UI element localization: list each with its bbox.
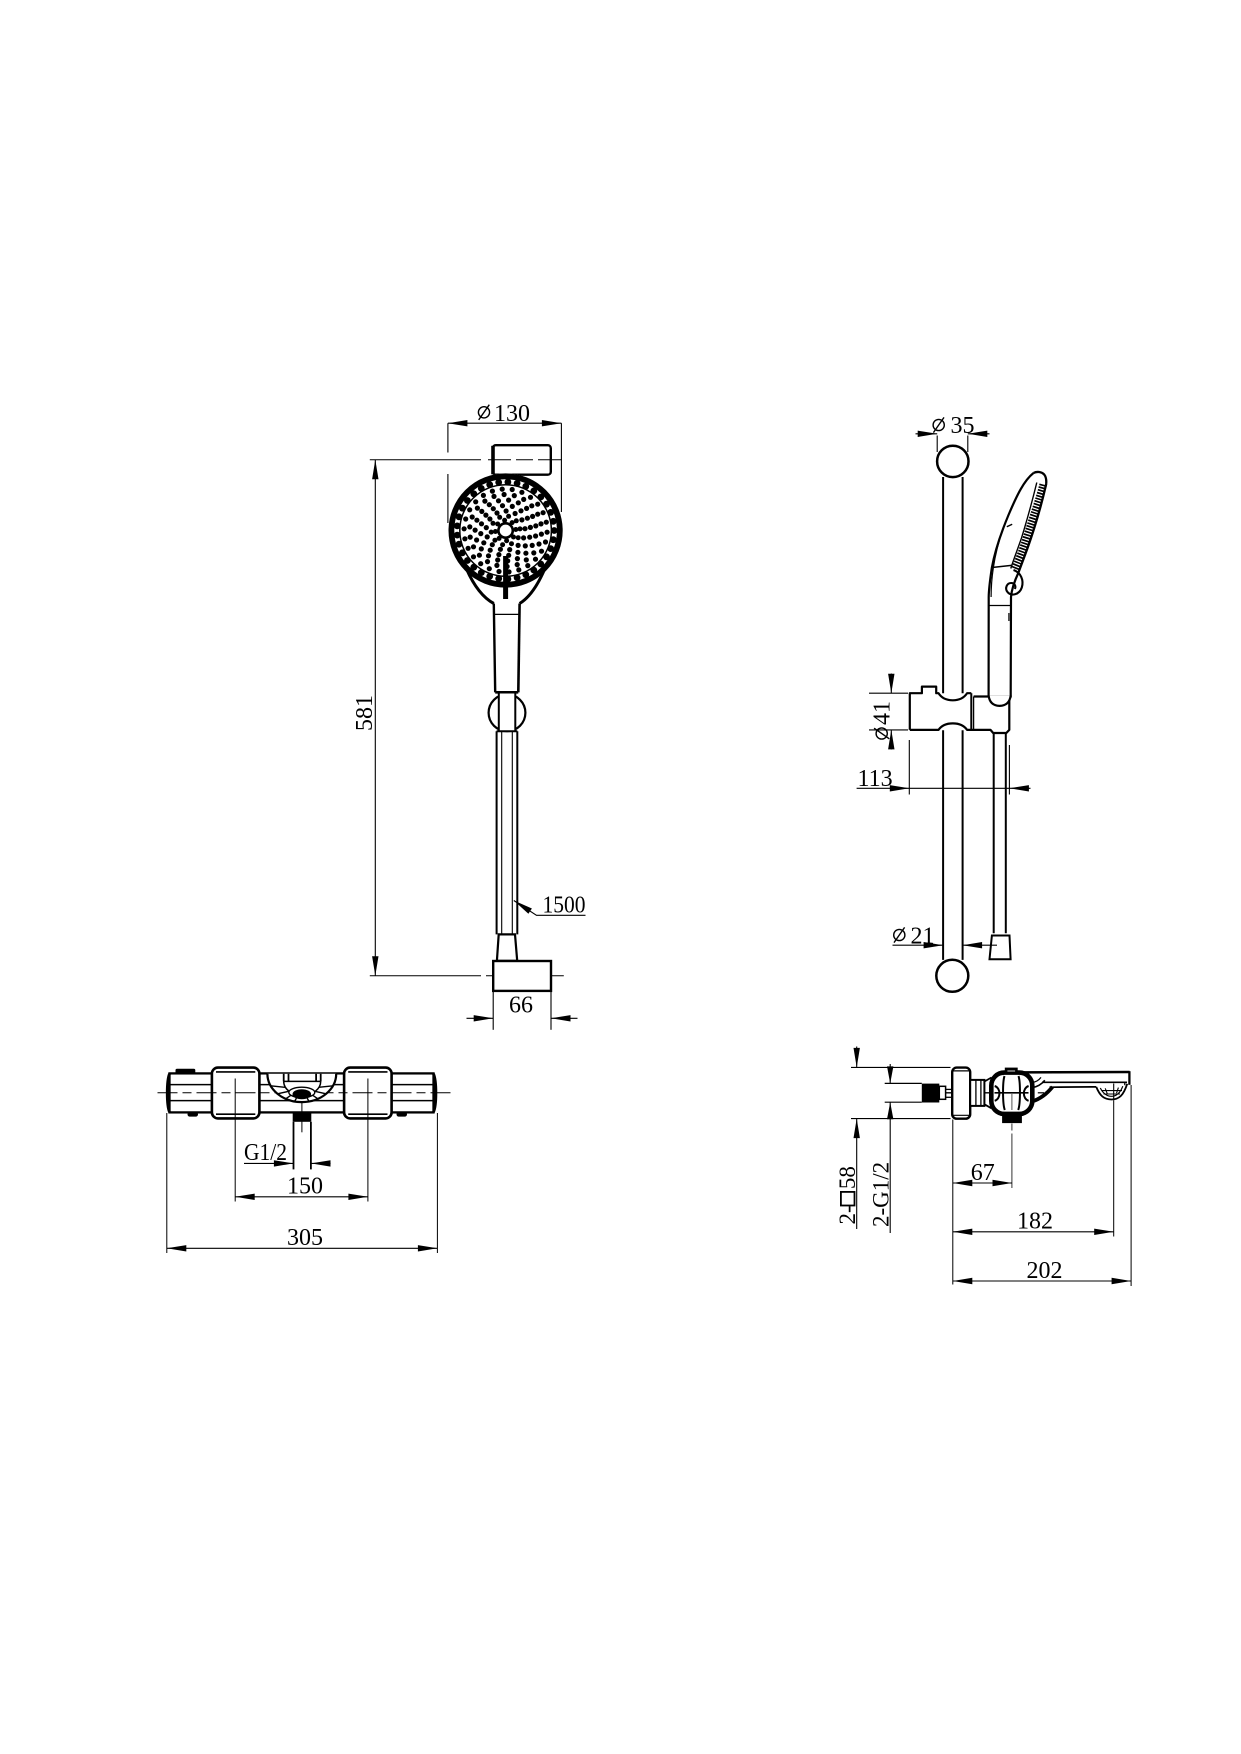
svg-text:2-: 2- xyxy=(835,1205,860,1224)
svg-text:2-G1/2: 2-G1/2 xyxy=(868,1162,893,1227)
svg-text:41: 41 xyxy=(870,701,896,725)
svg-text:182: 182 xyxy=(1017,1209,1053,1235)
svg-text:58: 58 xyxy=(835,1166,860,1189)
svg-text:305: 305 xyxy=(287,1225,323,1251)
svg-text:150: 150 xyxy=(287,1174,323,1200)
svg-text:113: 113 xyxy=(858,766,893,792)
svg-text:581: 581 xyxy=(352,695,378,731)
svg-text:1500: 1500 xyxy=(543,893,586,919)
svg-text:66: 66 xyxy=(509,993,533,1019)
svg-text:67: 67 xyxy=(971,1160,995,1186)
svg-text:130: 130 xyxy=(494,401,530,427)
svg-text:202: 202 xyxy=(1027,1258,1063,1284)
svg-text:35: 35 xyxy=(951,413,975,439)
